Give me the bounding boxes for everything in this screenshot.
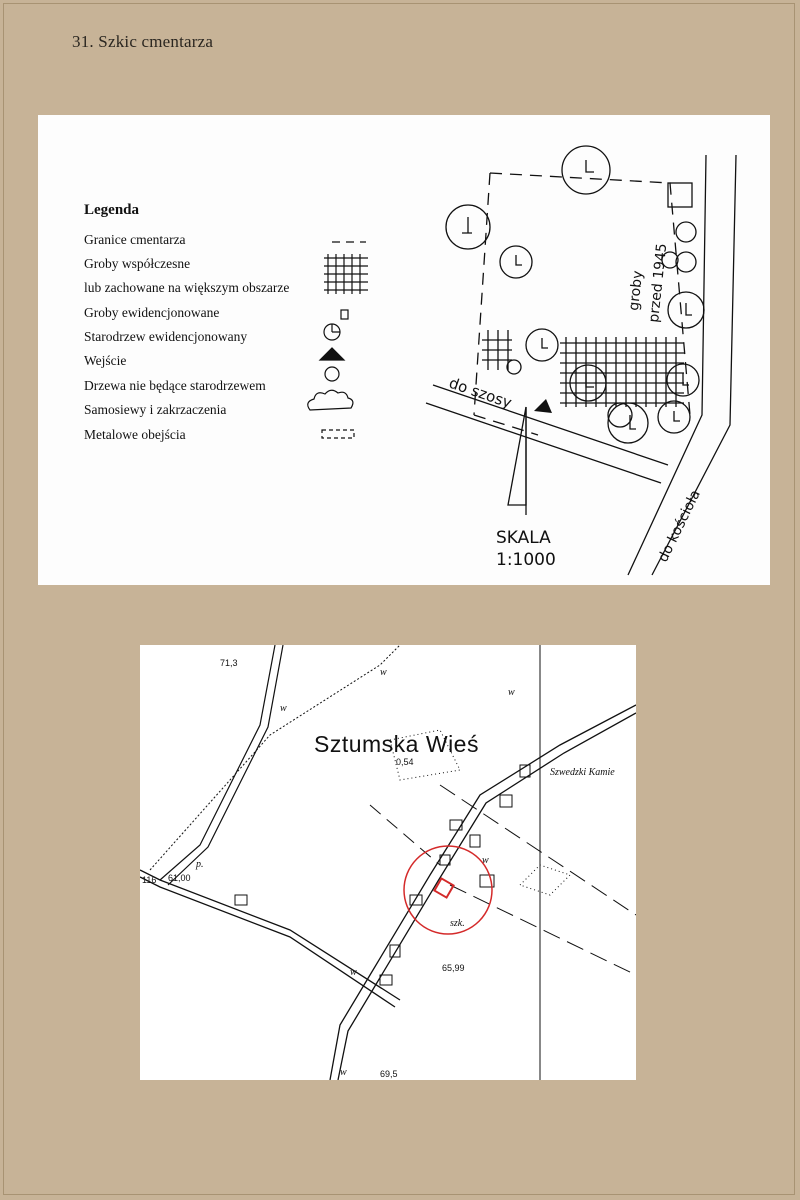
legend-item-shrubs: Samosiewy i zakrzaczenia xyxy=(84,402,227,417)
northwest-road xyxy=(159,645,284,886)
field-road-2 xyxy=(449,884,636,976)
map-neighbor-name: Szwedzki Kamie xyxy=(550,767,615,778)
sketch-label-old-graves-2: przed 1945 xyxy=(646,243,670,324)
map-elevation-4: 65,99 xyxy=(442,963,465,973)
old-tree-circles xyxy=(445,145,705,444)
road-to-highway xyxy=(425,384,669,484)
legend-item-modern-graves: Groby współczesne xyxy=(84,256,191,271)
legend-item-young-trees: Drzewa nie będące starodrzewem xyxy=(84,378,266,393)
registered-grave-box xyxy=(667,182,693,208)
legend-item-registered-graves: Groby ewidencjonowane xyxy=(84,305,220,320)
entrance-marker xyxy=(534,399,552,413)
map-cemetery-abbr: szk. xyxy=(450,918,465,929)
village-road xyxy=(329,704,636,1080)
legend-item-cemetery-boundary: Granice cmentarza xyxy=(84,232,186,247)
map-w-mark: w xyxy=(508,687,515,698)
entrance-graves-grid xyxy=(482,330,512,370)
buildings xyxy=(234,764,531,986)
topographic-map: Sztumska Wieś Szwedzki Kamie 71,3 0,54 6… xyxy=(140,645,636,1080)
old-tree-symbol xyxy=(323,323,341,341)
railway xyxy=(149,645,401,871)
map-w-mark: w xyxy=(340,1067,347,1078)
map-lines xyxy=(140,645,636,1080)
map-w-mark: w xyxy=(380,667,387,678)
registered-grave-symbol xyxy=(340,309,349,320)
scale-label: SKALA xyxy=(496,528,551,548)
sketch-label-to-road: do szosy xyxy=(447,374,514,412)
main-road xyxy=(140,869,401,1008)
legend-item-old-trees: Starodrzew ewidencjonowany xyxy=(84,329,248,344)
cemetery-highlight-circle xyxy=(403,845,493,935)
sketch-sheet xyxy=(38,115,770,585)
sketch-label-old-graves-1: groby xyxy=(626,270,646,312)
legend-item-large-area-graves: lub zachowane na większym obszarze xyxy=(84,280,290,295)
map-edge-number: 116 xyxy=(142,875,157,885)
map-elevation-5: 69,5 xyxy=(380,1069,398,1079)
scale-value: 1:1000 xyxy=(496,550,556,570)
grave-grid-symbol xyxy=(324,254,368,294)
page-title: 31. Szkic cmentarza xyxy=(72,32,214,51)
map-elevation-1: 71,3 xyxy=(220,658,238,668)
map-elevation-2: 0,54 xyxy=(396,757,414,767)
legend-item-entrance: Wejście xyxy=(84,353,127,368)
map-w-mark: w xyxy=(482,855,489,866)
road-to-church xyxy=(627,154,737,576)
entrance-symbol xyxy=(318,347,346,361)
cemetery-highlight-square xyxy=(433,877,455,899)
north-arrow xyxy=(507,406,527,506)
map-p-mark: p. xyxy=(196,859,204,870)
field-road-1 xyxy=(439,784,636,916)
graves-grid xyxy=(560,337,684,407)
legend-title: Legenda xyxy=(84,202,140,218)
tree-circles xyxy=(506,221,697,375)
cemetery-sketch: do szosy do kościoła groby przed 1945 SK… xyxy=(425,145,737,576)
map-w-mark: w xyxy=(350,967,357,978)
metal-fence-symbol xyxy=(321,429,355,439)
legend-item-metal-fences: Metalowe obejścia xyxy=(84,427,186,442)
field-road-3 xyxy=(369,804,441,866)
map-w-mark: w xyxy=(280,703,287,714)
map-village-name: Sztumska Wieś xyxy=(314,731,479,757)
tree-symbol xyxy=(324,366,340,382)
legend-symbols xyxy=(307,241,368,439)
shrub-symbol xyxy=(307,389,354,411)
map-elevation-3: 61,00 xyxy=(168,873,191,883)
